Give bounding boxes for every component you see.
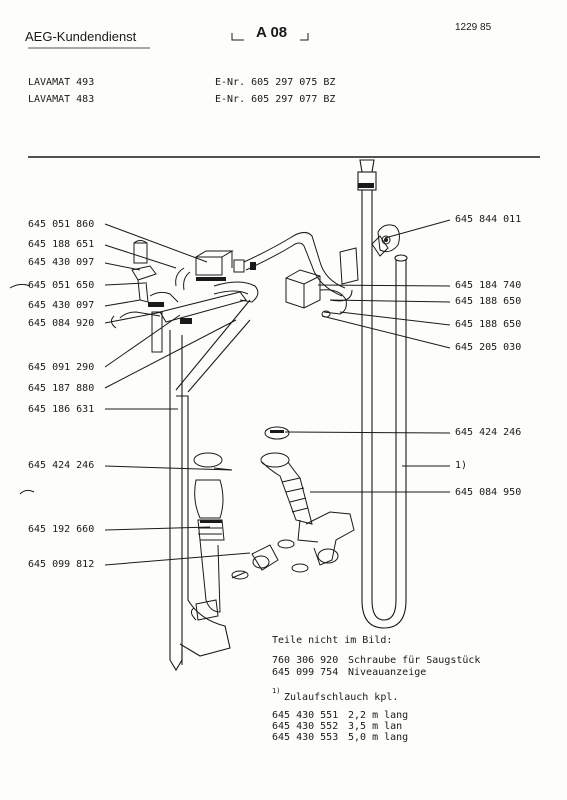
model-enr-1: E-Nr. 605 297 075 BZ [215, 77, 336, 88]
callout-right-3: 645 188 650 [455, 296, 522, 307]
callout-left-9: 645 186 631 [28, 404, 95, 415]
notes-item-number-2: 645 099 754 [272, 667, 339, 678]
dark-fittings [148, 183, 388, 523]
left-drain-hose [169, 299, 251, 672]
callout-right-8: 645 084 950 [455, 487, 522, 498]
callout-right-7: 1) [455, 460, 468, 471]
bracket-plate [339, 247, 359, 285]
callout-left-6: 645 084 920 [28, 318, 95, 329]
drain-bellows [190, 452, 233, 621]
callout-left-4: 645 051 650 [28, 280, 95, 291]
hose-option-number-1: 645 430 551 [272, 710, 339, 721]
inlet-valve [371, 224, 400, 257]
hose-pieces [231, 544, 279, 580]
callout-right-4: 645 188 650 [455, 319, 522, 330]
callout-left-11: 645 192 660 [28, 524, 95, 535]
callout-left-12: 645 099 812 [28, 559, 95, 570]
model-enr-2: E-Nr. 605 297 077 BZ [215, 94, 336, 105]
inlet-hose-loop [357, 159, 408, 629]
hose-option-length-2: 3,5 m lan [348, 721, 403, 732]
notes-item-number-1: 760 306 920 [272, 655, 339, 666]
corner-mark-right [300, 33, 309, 41]
callout-left-8: 645 187 880 [28, 383, 95, 394]
callout-left-10: 645 424 246 [28, 460, 95, 471]
callout-right-1: 645 844 011 [455, 214, 522, 225]
notes-item-text-2: Niveauanzeige [348, 667, 427, 678]
callout-left-7: 645 091 290 [28, 362, 95, 373]
left-leader-lines [104, 223, 251, 566]
brand-header: AEG-Kundendienst [25, 29, 137, 44]
hose-option-length-1: 2,2 m lang [348, 710, 409, 721]
date-code: 1229 85 [455, 22, 492, 33]
corner-mark-left [231, 33, 244, 41]
hose-option-number-3: 645 430 553 [272, 732, 339, 743]
pressure-switch-cluster [110, 240, 259, 353]
footnote-title: Zulaufschlauch kpl. [284, 692, 399, 703]
callout-right-6: 645 424 246 [455, 427, 522, 438]
callout-left-2: 645 188 651 [28, 239, 95, 250]
callout-left-5: 645 430 097 [28, 300, 95, 311]
callout-left-1: 645 051 860 [28, 219, 95, 230]
footnote-mark: 1) [272, 687, 281, 695]
right-leader-lines [289, 219, 451, 493]
connection-hoses [243, 232, 353, 302]
callout-right-5: 645 205 030 [455, 342, 522, 353]
notes-heading: Teile nicht im Bild: [272, 635, 393, 646]
hose-option-number-2: 645 430 552 [272, 721, 339, 732]
notes-item-text-1: Schraube für Saugstück [348, 655, 481, 666]
pump-hose [260, 426, 355, 573]
model-name-1: LAVAMAT 493 [28, 77, 95, 88]
callout-right-2: 645 184 740 [455, 280, 522, 291]
model-name-2: LAVAMAT 483 [28, 94, 95, 105]
hose-option-length-3: 5,0 m lang [348, 732, 409, 743]
page-code: A 08 [256, 24, 288, 41]
callout-left-3: 645 430 097 [28, 257, 95, 268]
